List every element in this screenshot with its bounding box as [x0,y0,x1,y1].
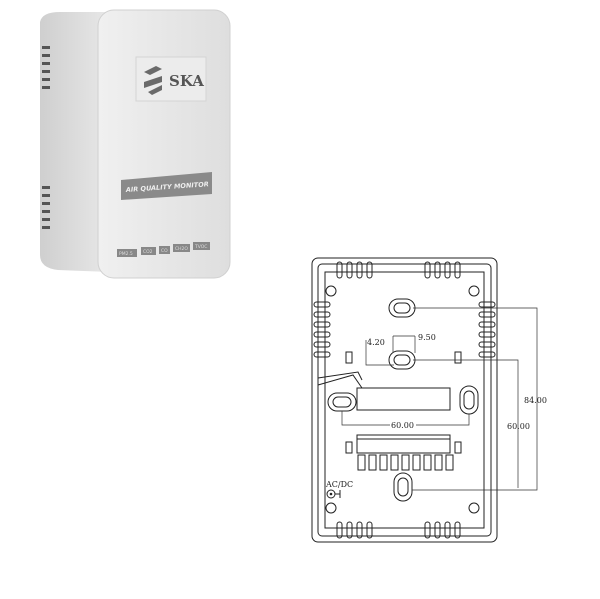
brand-name: SKA [169,72,204,90]
recess [356,387,451,411]
brand-logo: SKA [135,56,207,102]
sensor-label: TVOC [194,244,207,250]
dimension-60-horizontal: 60.00 [391,421,414,430]
terminal-block [356,434,454,471]
vent-slots-bottom [336,521,461,539]
name-band: AIR QUALITY MONITOR [121,172,212,200]
sensor-label: PM2.5 [119,251,133,257]
sensor-label: CO [161,248,168,254]
dimension-9-50: 9.50 [418,333,436,342]
dimension-60-vertical: 60.00 [507,422,530,431]
sensor-label: CO2 [143,249,153,255]
vent-slots-upper [42,46,50,89]
dimension-4-20: 4.20 [367,338,385,347]
device-photo: SKA AIR QUALITY MONITOR PM2.5 CO2 CO CH2… [40,9,231,279]
power-label: AC/DC [325,480,353,489]
power-connector-icon: AC/DC [325,480,353,499]
mounting-holes [327,298,479,502]
tabs [345,351,462,454]
dimension-84: 84.00 [524,396,547,405]
technical-drawing: AC/DC 84.00 60.00 60.00 4.20 9.50 [311,257,547,543]
dimension-lines [341,307,538,491]
vent-slots-lower [42,186,50,229]
sensor-labels: PM2.5 CO2 CO CH2O TVOC [117,242,210,257]
vent-slots-top [336,261,461,279]
sensor-label: CH2O [175,246,188,252]
vent-slots-sides [313,301,496,358]
screw-bosses [325,285,480,514]
